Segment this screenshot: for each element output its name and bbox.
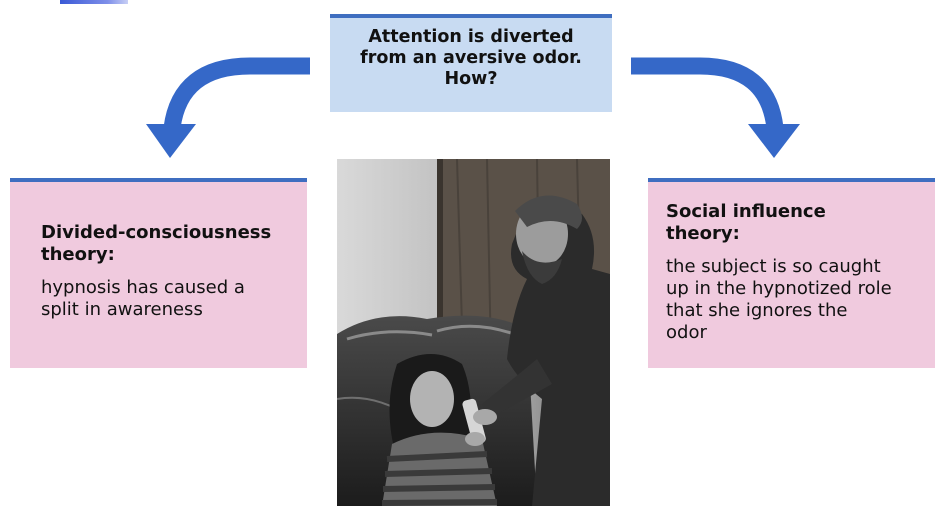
- title-line: theory:: [666, 223, 740, 244]
- question-line: from an aversive odor.: [360, 48, 582, 68]
- body-line: split in awareness: [41, 299, 203, 320]
- question-box: Attention is diverted from an aversive o…: [330, 14, 612, 112]
- body-line: odor: [666, 322, 707, 343]
- title-line: Social influence: [666, 201, 826, 222]
- divided-consciousness-box: Divided-consciousness theory: hypnosis h…: [10, 178, 307, 368]
- question-line: Attention is diverted: [368, 27, 574, 47]
- corner-decoration: [60, 0, 128, 4]
- left-theory-body: hypnosis has caused a split in awareness: [41, 277, 295, 321]
- right-theory-body: the subject is so caught up in the hypno…: [666, 256, 927, 344]
- right-curved-arrow-icon: [631, 57, 800, 158]
- title-line: Divided-consciousness: [41, 222, 272, 243]
- question-line: How?: [444, 69, 498, 89]
- left-theory-title: Divided-consciousness theory:: [41, 222, 295, 266]
- left-curved-arrow-icon: [146, 57, 310, 158]
- photo-hypnosis-subject-icon: [337, 159, 610, 506]
- body-line: that she ignores the: [666, 300, 848, 321]
- body-line: up in the hypnotized role: [666, 278, 892, 299]
- body-line: hypnosis has caused a: [41, 277, 245, 298]
- title-line: theory:: [41, 244, 115, 265]
- body-line: the subject is so caught: [666, 256, 881, 277]
- right-theory-title: Social influence theory:: [666, 201, 927, 245]
- social-influence-box: Social influence theory: the subject is …: [648, 178, 935, 368]
- hypnosis-photo: [337, 159, 610, 506]
